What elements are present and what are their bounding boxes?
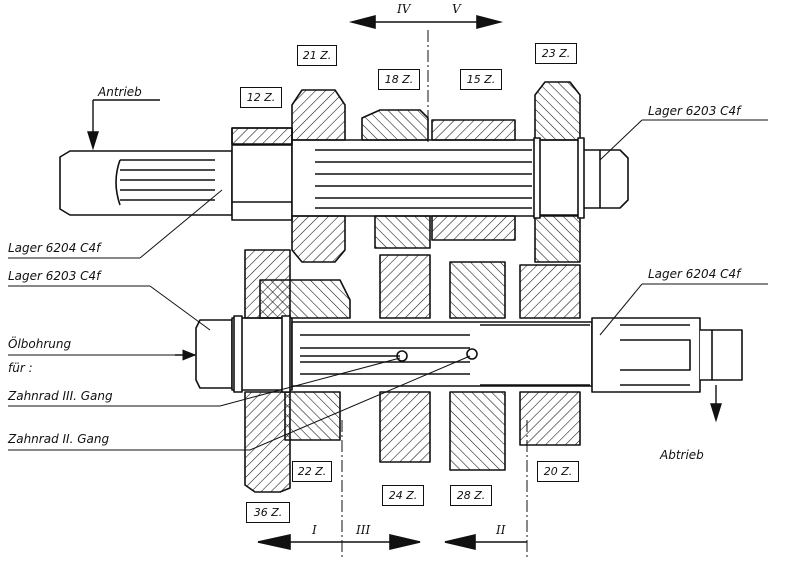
- gear-18z: [361, 109, 431, 249]
- gear-36z-label: 36 Z.: [246, 502, 290, 523]
- gear-23z: [534, 81, 581, 263]
- gear-24z: [379, 254, 431, 463]
- gear-12z-label: 12 Z.: [240, 87, 282, 108]
- output-shaft: [195, 317, 743, 393]
- bearings: [233, 137, 585, 393]
- zahnrad-2-label: Zahnrad II. Gang: [8, 432, 110, 446]
- shift-arrows: [257, 14, 527, 551]
- gear-12z-input: [231, 127, 293, 145]
- gear-21z: [291, 89, 346, 263]
- shift-mark-5: V: [452, 2, 461, 16]
- gear-21z-label: 21 Z.: [297, 45, 337, 66]
- gear-20z-label: 20 Z.: [537, 461, 579, 482]
- gear-18z-label: 18 Z.: [378, 69, 420, 90]
- lager-top-right-label: Lager 6203 C4f: [648, 104, 741, 118]
- shift-mark-4: IV: [397, 2, 411, 16]
- gear-22z-label: 22 Z.: [292, 461, 332, 482]
- gear-20z: [519, 264, 581, 446]
- gear-15z-label: 15 Z.: [460, 69, 502, 90]
- lager-mid-left-label: Lager 6203 C4f: [8, 269, 101, 283]
- gear-28z-label: 28 Z.: [450, 485, 492, 506]
- lager-top-left-label: Lager 6204 C4f: [8, 241, 101, 255]
- oelbohrung-label: Ölbohrung: [8, 337, 72, 351]
- fuer-label: für :: [8, 361, 33, 375]
- centerlines: [341, 30, 528, 560]
- gear-22z: [259, 279, 351, 441]
- drive-arrows: [87, 99, 722, 423]
- shift-mark-2: II: [496, 523, 506, 537]
- input-shaft: [59, 127, 629, 221]
- lager-mid-right-label: Lager 6204 C4f: [648, 267, 741, 281]
- shift-mark-3: III: [356, 523, 371, 537]
- gear-28z: [449, 261, 506, 471]
- gear-15z: [431, 119, 516, 241]
- gear-23z-label: 23 Z.: [535, 43, 577, 64]
- leader-lines: [8, 119, 768, 451]
- abtrieb-label: Abtrieb: [660, 448, 704, 462]
- gear-24z-label: 24 Z.: [382, 485, 424, 506]
- antrieb-label: Antrieb: [98, 85, 142, 99]
- shift-mark-1: I: [312, 523, 317, 537]
- zahnrad-3-label: Zahnrad III. Gang: [8, 389, 113, 403]
